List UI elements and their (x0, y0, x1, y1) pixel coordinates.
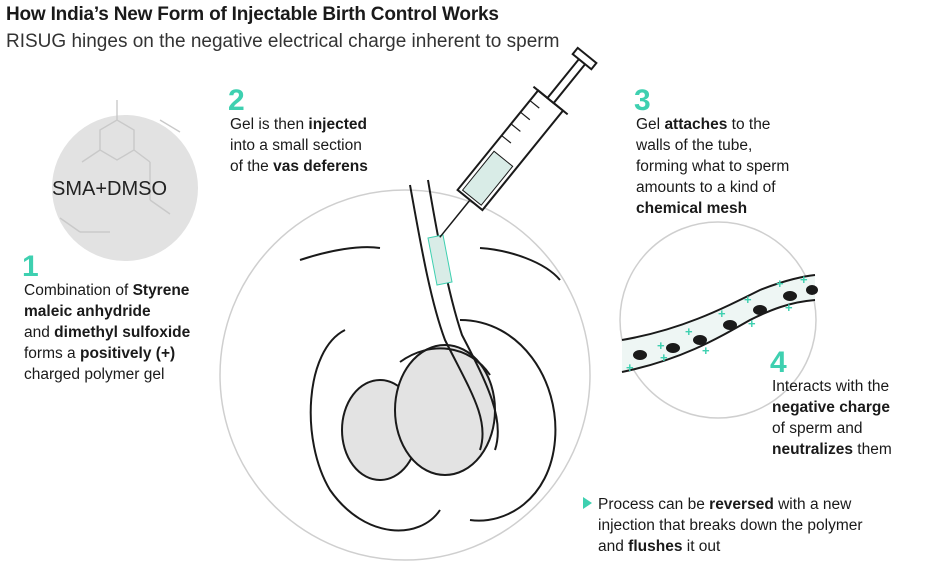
text-run: neutralizes (772, 441, 853, 458)
svg-text:+: + (657, 338, 665, 353)
text-run: dimethyl sulfoxide (54, 324, 191, 341)
text-run: flushes (628, 538, 683, 555)
text-run: and (24, 324, 55, 341)
svg-text:+: + (800, 272, 808, 287)
svg-text:+: + (776, 276, 784, 291)
step-3-number: 3 (634, 84, 651, 117)
step-4-number: 4 (770, 346, 787, 379)
text-run: walls of the tube, (636, 137, 753, 154)
tube-circle: ++ ++ ++ ++ ++ + (619, 221, 818, 419)
svg-text:+: + (785, 300, 793, 315)
svg-text:+: + (660, 350, 668, 365)
text-run: amounts to a kind of (636, 179, 776, 196)
text-run: injected (308, 116, 367, 133)
text-run: attaches (664, 116, 728, 133)
step-1-text: Combination of Styrene maleic anhydride an… (24, 280, 190, 385)
text-run: them (852, 441, 892, 458)
text-run: maleic anhydride (24, 303, 151, 320)
svg-text:+: + (744, 292, 752, 307)
step-2-number: 2 (228, 84, 245, 117)
text-run: Styrene (132, 282, 190, 299)
step-3-text: Gel attaches to the walls of the tube, for… (636, 114, 789, 219)
step-4-text: Interacts with the negative charge of sper… (772, 376, 892, 460)
text-run: into a small section (230, 137, 362, 154)
step-2-text: Gel is then injected into a small section… (230, 114, 368, 177)
text-run: charged polymer gel (24, 366, 165, 383)
note-arrow-icon (583, 497, 592, 509)
text-run: Interacts with the (772, 378, 890, 395)
step-1-number: 1 (22, 250, 39, 283)
text-run: forming what to sperm (636, 158, 790, 175)
text-run: negative charge (772, 399, 891, 416)
svg-text:+: + (626, 360, 634, 375)
text-run: injection that breaks down the polymer (598, 517, 863, 534)
text-run: forms a (24, 345, 80, 362)
page-subtitle: RISUG hinges on the negative electrical … (6, 31, 560, 52)
text-run: chemical mesh (636, 200, 748, 217)
text-run: Gel (636, 116, 665, 133)
text-run: to the (727, 116, 771, 133)
text-run: vas deferens (273, 158, 368, 175)
svg-text:+: + (685, 324, 693, 339)
syringe (439, 46, 598, 238)
text-run: with a new (773, 496, 852, 513)
svg-text:+: + (702, 343, 710, 358)
molecule-label: SMA+DMSO (52, 178, 168, 200)
svg-text:+: + (748, 316, 756, 331)
reversal-note: Process can be reversed with a new inject… (598, 494, 863, 557)
molecule-circle (52, 100, 198, 261)
text-run: Process can be (598, 496, 710, 513)
text-run: positively (+) (79, 345, 176, 362)
text-run: reversed (709, 496, 774, 513)
text-run: of sperm and (772, 420, 863, 437)
text-run: Gel is then (230, 116, 309, 133)
text-run: it out (682, 538, 721, 555)
text-run: Combination of (24, 282, 133, 299)
text-run: of the (230, 158, 274, 175)
anatomy-circle (219, 179, 591, 561)
page-title: How India’s New Form of Injectable Birth… (6, 4, 499, 25)
text-run: and (598, 538, 629, 555)
svg-text:+: + (718, 306, 726, 321)
